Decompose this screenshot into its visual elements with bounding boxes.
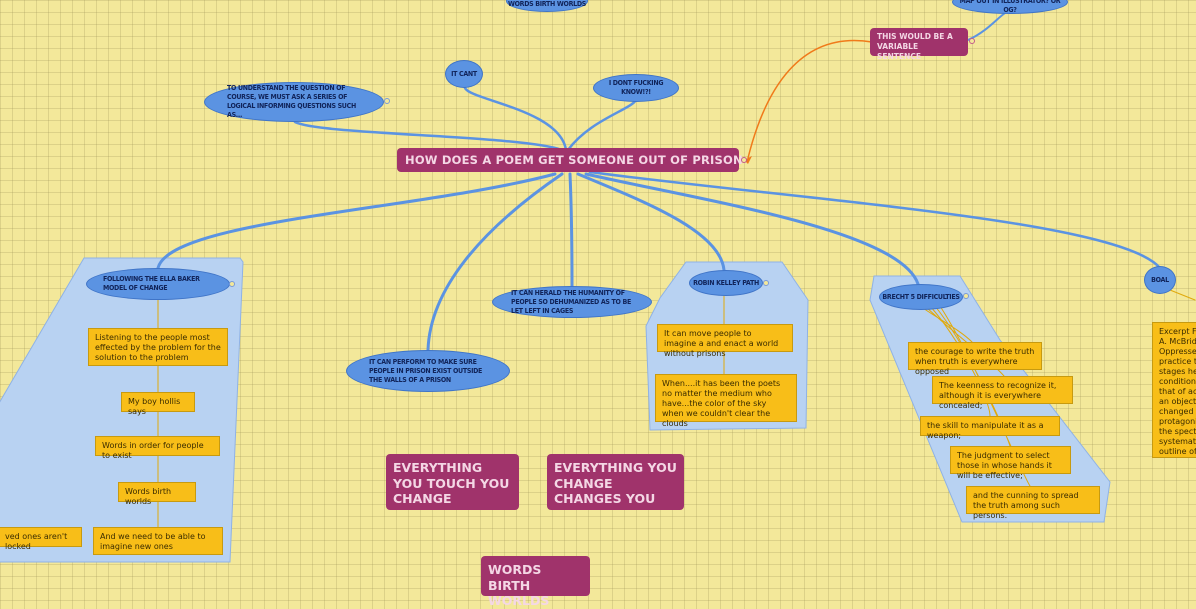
brecht-note-keenness[interactable]: The keenness to recognize it, although i… — [932, 376, 1073, 410]
ella-note-hollis[interactable]: My boy hollis says — [121, 392, 195, 416]
brecht-note-cunning[interactable]: and the cunning to spread the truth amon… — [966, 486, 1100, 520]
brecht-node[interactable]: BRECHT 5 DIFFICULTIES — [879, 284, 963, 310]
collapse-toggle-icon[interactable] — [969, 38, 975, 44]
boal-node[interactable]: BOAL — [1144, 266, 1176, 294]
herald-node[interactable]: IT CAN HERALD THE HUMANITY OF PEOPLE SO … — [492, 286, 652, 318]
robin-note-poets[interactable]: When....it has been the poets no matter … — [655, 374, 797, 428]
map-out-node[interactable]: MAP OUT IN ILLUSTRATOR? OR OG? — [952, 0, 1068, 14]
brecht-note-courage[interactable]: the courage to write the truth when trut… — [908, 342, 1042, 376]
everything-you-change-box[interactable]: EVERYTHING YOU CHANGE CHANGES YOU — [547, 454, 684, 510]
collapse-toggle-icon[interactable] — [229, 281, 235, 287]
everything-you-touch-box[interactable]: EVERYTHING YOU TOUCH YOU CHANGE — [386, 454, 519, 510]
boal-excerpt-note[interactable]: Excerpt Fro A. McBride. Oppressed. pract… — [1152, 322, 1196, 458]
brecht-note-judgment[interactable]: The judgment to select those in whose ha… — [950, 446, 1071, 480]
it-cant-node[interactable]: IT CANT — [445, 60, 483, 88]
perform-node[interactable]: IT CAN PERFORM TO MAKE SURE PEOPLE IN PR… — [346, 350, 510, 392]
collapse-toggle-icon[interactable] — [741, 157, 747, 163]
ella-note-listening[interactable]: Listening to the people most effected by… — [88, 328, 228, 366]
ella-note-locked[interactable]: ved ones aren't locked — [0, 527, 82, 551]
variable-sentence-node[interactable]: THIS WOULD BE A VARIABLE SENTENCE — [870, 28, 968, 61]
robin-kelley-node[interactable]: ROBIN KELLEY PATH — [689, 270, 763, 296]
to-understand-node[interactable]: TO UNDERSTAND THE QUESTION OF COURSE, WE… — [204, 82, 384, 122]
i-dont-know-node[interactable]: I DONT FUCKING KNOW!?! — [593, 74, 679, 102]
ella-note-words-birth[interactable]: Words birth worlds — [118, 482, 196, 506]
words-birth-worlds-box[interactable]: WORDS BIRTH WORLDS — [481, 556, 590, 608]
ella-baker-node[interactable]: FOLLOWING THE ELLA BAKER MODEL OF CHANGE — [86, 268, 230, 300]
ella-note-words-exist[interactable]: Words in order for people to exist — [95, 436, 220, 460]
brecht-note-skill[interactable]: the skill to manipulate it as a weapon; — [920, 416, 1060, 440]
robin-note-imagine[interactable]: It can move people to imagine a and enac… — [657, 324, 793, 358]
collapse-toggle-icon[interactable] — [763, 280, 769, 286]
collapse-toggle-icon[interactable] — [384, 98, 390, 104]
central-topic[interactable]: HOW DOES A POEM GET SOMEONE OUT OF PRISO… — [397, 148, 743, 172]
collapse-toggle-icon[interactable] — [963, 293, 969, 299]
ella-note-imagine[interactable]: And we need to be able to imagine new on… — [93, 527, 223, 555]
